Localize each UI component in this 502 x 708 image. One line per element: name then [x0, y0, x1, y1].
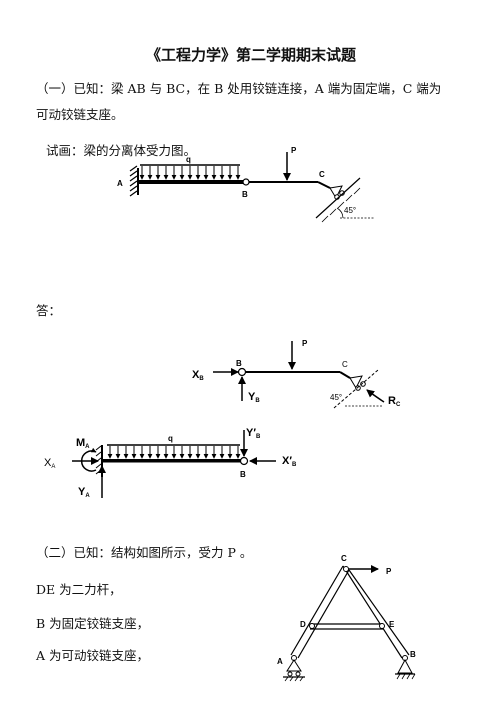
figure-4-frame: C P D E A B — [277, 554, 416, 682]
label-p: P — [291, 146, 297, 155]
beam-ab — [138, 180, 244, 184]
hinge-b-fbd — [237, 367, 247, 377]
question-1-line-2: 可动铰链支座。 — [36, 107, 124, 122]
question-2-line-3: B 为固定铰链支座， — [36, 616, 150, 631]
question-2-line-1: （二）已知：结构如图所示，受力 P 。 — [36, 545, 253, 560]
figure-2-fbd-bc: XB YB B P C 45° RC — [192, 339, 401, 409]
figure-1-beam: A q B P C 45° — [117, 146, 375, 223]
label-d-frame: D — [300, 620, 306, 629]
distributed-load-q — [139, 164, 241, 180]
label-ypb: Y′B — [246, 427, 261, 440]
label-angle-fbd: 45° — [330, 393, 342, 402]
label-a: A — [117, 179, 123, 188]
label-c-frame: C — [341, 554, 347, 563]
page-title: 《工程力学》第二学期期末试题 — [145, 46, 356, 64]
label-ya: YA — [78, 486, 90, 499]
fixed-wall-a — [127, 165, 139, 197]
support-a-frame — [283, 655, 305, 682]
label-p-frame: P — [386, 567, 392, 576]
label-b-frame: B — [410, 650, 416, 659]
hinge-b-fbd-ab — [239, 456, 249, 466]
member-de — [310, 623, 383, 630]
hinge-b — [242, 178, 250, 186]
label-b: B — [242, 190, 248, 199]
member-ac — [290, 565, 350, 659]
label-p-fbd: P — [302, 339, 308, 348]
figure-3-fbd-ab: MA XA YA q Y′B X′B B — [44, 427, 297, 499]
label-b-fbd-ab: B — [240, 470, 246, 479]
question-2-line-2: DE 为二力杆， — [36, 582, 122, 597]
roller-support-c-fbd — [333, 369, 383, 409]
label-c: C — [319, 170, 325, 179]
label-q-fbd: q — [168, 434, 173, 443]
support-b-frame — [395, 655, 416, 680]
joint-e — [379, 623, 385, 629]
label-rc: RC — [388, 395, 401, 408]
label-angle: 45° — [344, 206, 356, 215]
answer-label: 答： — [36, 303, 62, 318]
label-q: q — [186, 155, 191, 164]
label-xb: XB — [192, 369, 204, 382]
label-ma: MA — [76, 437, 90, 450]
roller-support-c — [315, 177, 375, 223]
member-cb — [342, 565, 410, 659]
joint-d — [309, 623, 315, 629]
label-xa: XA — [44, 457, 55, 470]
question-1-task: 试画：梁的分离体受力图。 — [46, 143, 197, 158]
label-c-fbd: C — [342, 360, 348, 369]
joint-c — [343, 566, 349, 572]
distributed-load-q-fbd — [107, 444, 241, 459]
label-xpb: X′B — [282, 455, 297, 468]
label-b-fbd: B — [236, 359, 242, 368]
label-yb: YB — [248, 391, 260, 404]
question-1-line-1: （一）已知：梁 AB 与 BC，在 B 处用铰链连接，A 端为固定端，C 端为 — [36, 81, 442, 96]
question-1-text: （一）已知：梁 AB 与 BC，在 B 处用铰链连接，A 端为固定端，C 端为 … — [36, 76, 466, 128]
beam-ab-fbd — [103, 459, 241, 463]
label-a-frame: A — [277, 657, 283, 666]
force-rc-arrow — [366, 389, 385, 403]
label-e-frame: E — [389, 620, 395, 629]
question-2-line-4: A 为可动铰链支座， — [36, 648, 150, 663]
